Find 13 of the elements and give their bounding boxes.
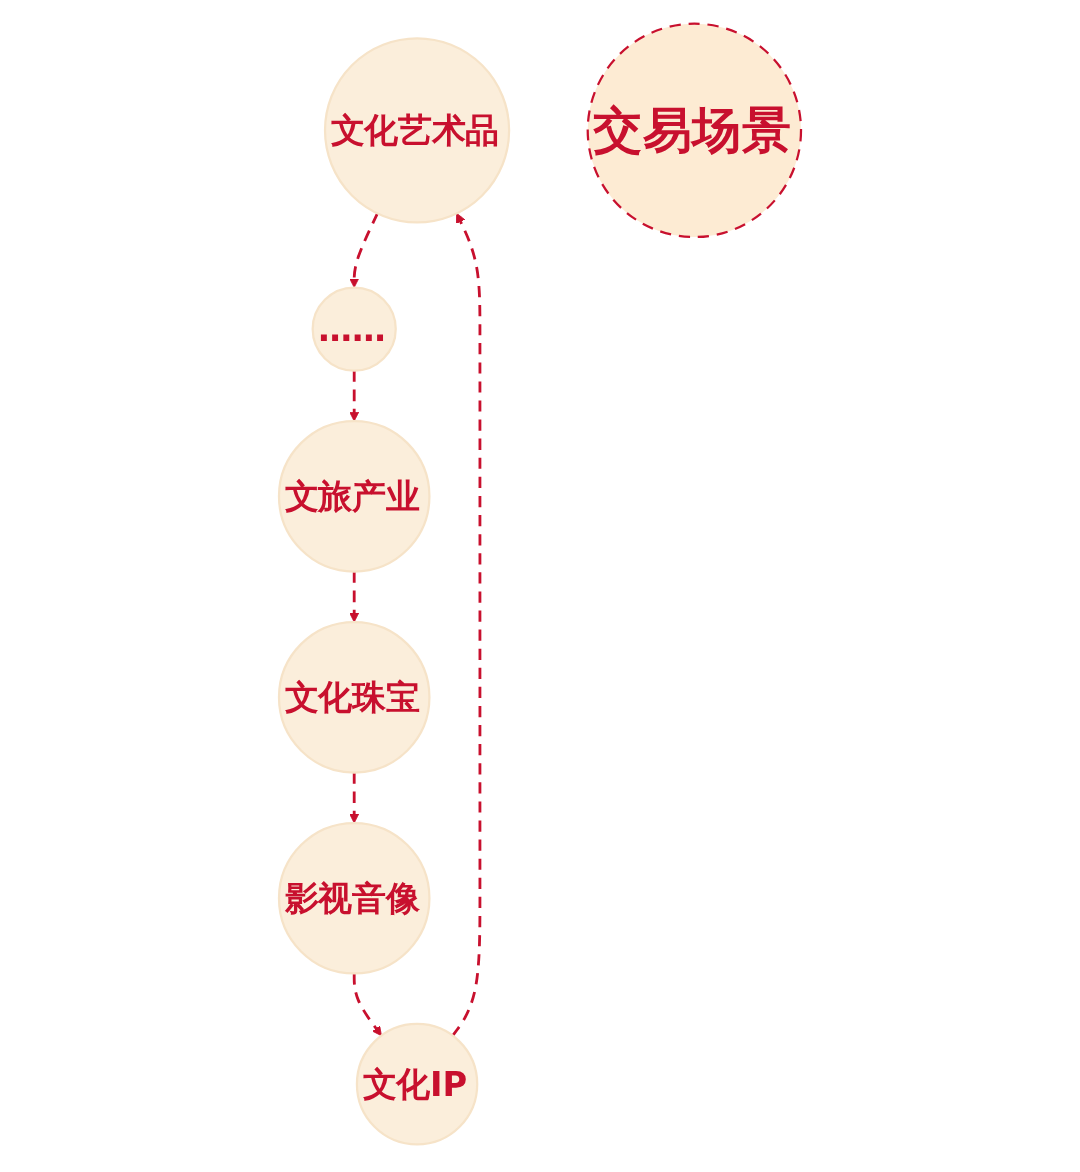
arrow — [349, 772, 360, 824]
arrow — [451, 213, 482, 1037]
arrow — [349, 571, 360, 623]
node-circle: 文化IP — [355, 1022, 479, 1146]
node-circle: 交易场景 — [586, 22, 803, 239]
node-circle: 文化艺术品 — [323, 37, 511, 224]
node-circle: …… — [311, 286, 397, 372]
arrow — [352, 973, 382, 1037]
node-circle: 文化珠宝 — [277, 620, 431, 774]
node-circle: 文旅产业 — [277, 420, 431, 573]
node-circle: 影视音像 — [277, 821, 431, 975]
arrow — [349, 212, 379, 288]
arrow — [349, 370, 360, 422]
